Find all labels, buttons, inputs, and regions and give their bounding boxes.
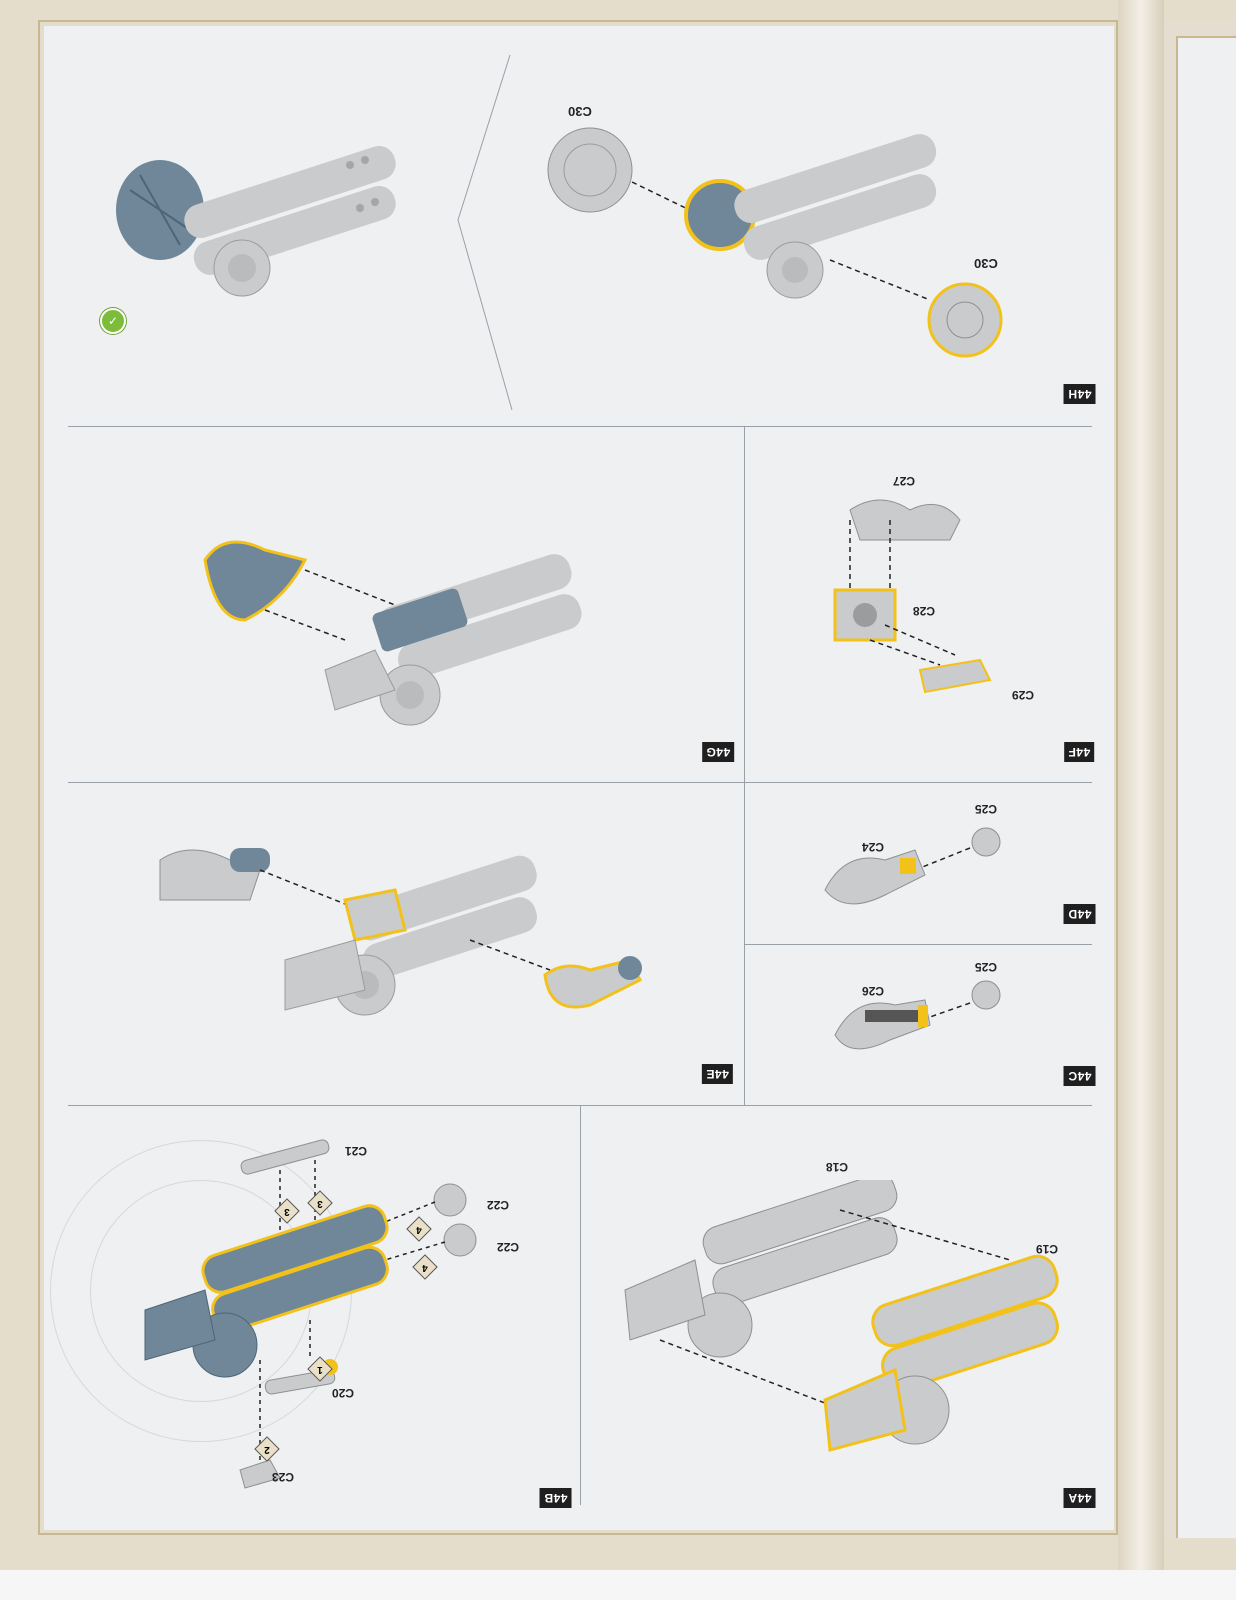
adjacent-page-content — [1176, 36, 1236, 1538]
part-label-c23: C23 — [272, 1470, 295, 1484]
divider-chevron-44h — [457, 54, 513, 411]
book-gutter — [1118, 0, 1164, 1570]
part-label-c30-right: C30 — [974, 256, 998, 271]
step-44d-label: 44D — [1064, 904, 1096, 924]
part-label-c27: C27 — [893, 474, 916, 488]
part-label-c22-upper: C22 — [487, 1198, 510, 1212]
step-44c-label: 44C — [1064, 1066, 1096, 1086]
glue-brush-icon: ✓ — [100, 308, 126, 334]
part-label-c18: C18 — [826, 1160, 849, 1174]
cannon-44b-exploded — [144, 1139, 477, 1489]
part-label-c29: C29 — [1012, 688, 1035, 702]
part-label-c25-44c: C25 — [975, 960, 998, 974]
scan-bottom-strip — [0, 1570, 1236, 1600]
divider-row-1 — [68, 426, 1092, 427]
part-label-c20: C20 — [332, 1386, 355, 1400]
part-c28-assembly-44f — [833, 499, 992, 694]
part-label-c25-44d: C25 — [975, 802, 998, 816]
part-label-c19: C19 — [1036, 1242, 1059, 1256]
part-label-c24: C24 — [862, 840, 885, 854]
divider-row-2 — [68, 782, 1092, 783]
divider-col-right — [744, 426, 745, 1106]
cannon-44a-exploded — [624, 1180, 1059, 1452]
step-44f-label: 44F — [1064, 742, 1095, 762]
part-label-c28: C28 — [913, 604, 936, 618]
part-label-c21: C21 — [345, 1144, 368, 1158]
step-44g-label: 44G — [702, 742, 735, 762]
step-44a-label: 44A — [1064, 1488, 1096, 1508]
divider-col-bottom — [580, 1105, 581, 1505]
cannon-44e-exploded — [159, 848, 643, 1016]
step-44e-label: 44E — [702, 1064, 733, 1084]
part-label-c22-lower: C22 — [497, 1240, 520, 1254]
part-label-c26: C26 — [862, 984, 885, 998]
cannon-44h-exploded — [547, 127, 1003, 358]
part-label-c30-top: C30 — [568, 104, 592, 119]
assembled-cannon-44h-result — [116, 146, 396, 297]
step-44h-label: 44H — [1064, 384, 1096, 404]
divider-44c-44d — [744, 944, 1092, 945]
part-c24-assembly-44d — [824, 827, 1001, 905]
page-border — [38, 20, 1118, 1535]
cannon-44g-exploded — [203, 540, 582, 726]
step-44b-label: 44B — [540, 1488, 572, 1508]
part-c26-assembly-44c — [834, 980, 1001, 1050]
